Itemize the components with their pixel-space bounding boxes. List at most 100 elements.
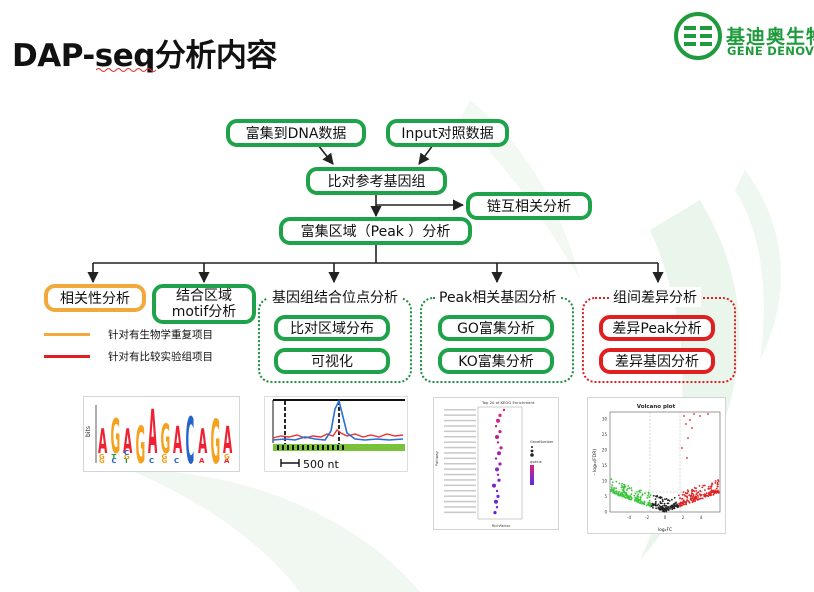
volcano-point [643,503,646,506]
volcano-point [683,415,685,417]
motif-sub-letter: T [112,453,117,461]
volcano-point [646,497,649,499]
kegg-point [494,425,498,428]
motif-sub-letter: C [174,457,179,465]
volcano-point [661,500,664,503]
volcano-point [624,494,627,497]
motif-sub-letter: C [112,457,117,465]
volcano-point [615,492,617,495]
volcano-point [711,482,714,485]
volcano-point [685,503,687,506]
volcano-point [665,510,667,513]
gene-exon [332,445,334,450]
kegg-ylabel: Pathway [435,451,439,466]
volcano-point [689,419,691,421]
volcano-point [664,498,666,501]
kegg-row-label [444,425,476,427]
volcano-point [647,491,650,494]
kegg-row-label [444,511,476,514]
peak-genes-item-1: GO富集分析 [438,315,554,341]
volcano-point [654,498,657,500]
volcano-point [715,487,718,490]
volcano-point [700,497,702,500]
motif-letter: G [211,409,221,472]
volcano-point [681,498,683,500]
volcano-point [671,508,674,511]
volcano-point [627,485,630,487]
volcano-point [717,489,719,492]
volcano-point [681,447,683,449]
volcano-point [699,415,701,417]
volcano-point [707,413,709,415]
gene-exon [282,445,284,450]
volcano-point [622,491,624,494]
volcano-ytick: 5 [604,494,607,499]
volcano-point [682,491,685,493]
volcano-point [688,494,691,497]
kegg-enrichment-chart: Top 20 of KEGG Enrichment Pathway RichFa… [435,400,554,528]
volcano-point [674,504,677,507]
volcano-point [625,489,628,492]
volcano-point [686,499,689,501]
kegg-row-label [444,452,476,454]
kegg-point [493,511,497,515]
volcano-point [662,508,665,510]
volcano-point [716,490,718,493]
motif-sub-letter: A [224,457,230,465]
volcano-point [665,497,668,500]
volcano-point [648,496,651,499]
volcano-point [638,489,641,492]
kegg-row-label [444,463,476,465]
volcano-point [689,495,692,497]
volcano-point [683,500,686,503]
volcano-point [705,494,707,497]
kegg-row-label [444,409,476,411]
volcano-point [685,423,687,425]
volcano-point [669,505,672,508]
volcano-point [661,502,663,505]
volcano-point [686,496,689,499]
kegg-point [496,473,500,476]
gene-exon [337,445,339,450]
volcano-point [694,498,697,500]
volcano-point [620,486,623,489]
kegg-point [499,446,503,450]
genome-binding-item-1: 比对区域分布 [274,315,390,341]
volcano-point [678,494,680,497]
volcano-point [693,490,696,492]
kegg-row-label [444,441,476,443]
gene-exon [312,445,314,450]
volcano-point [611,481,614,484]
volcano-point [709,491,712,493]
volcano-point [616,493,619,496]
volcano-point [661,505,664,507]
volcano-point [644,492,646,495]
motif-letter: A [123,422,133,461]
volcano-point [714,482,717,484]
volcano-point [691,427,693,429]
volcano-ylabel: - log₁₀(FDR) [592,449,598,475]
volcano-point [679,505,682,507]
volcano-point [618,491,621,493]
volcano-point [617,491,620,493]
volcano-point [697,498,700,501]
volcano-point [647,503,650,505]
volcano-point [716,481,719,484]
volcano-point [658,496,660,499]
motif-sub-letter: C [149,457,154,465]
volcano-point [704,493,706,495]
align-genome-node: 比对参考基因组 [306,167,447,195]
volcano-point [611,484,614,486]
peak-genes-title: Peak相关基因分析 [435,287,561,307]
volcano-point [716,483,719,486]
volcano-point [678,502,680,505]
track-gene-ticks [277,445,344,450]
volcano-point [682,501,685,504]
volcano-point [637,493,640,496]
volcano-point [712,493,715,496]
gene-exon [302,445,304,450]
volcano-point [613,487,616,490]
volcano-point [634,492,637,495]
